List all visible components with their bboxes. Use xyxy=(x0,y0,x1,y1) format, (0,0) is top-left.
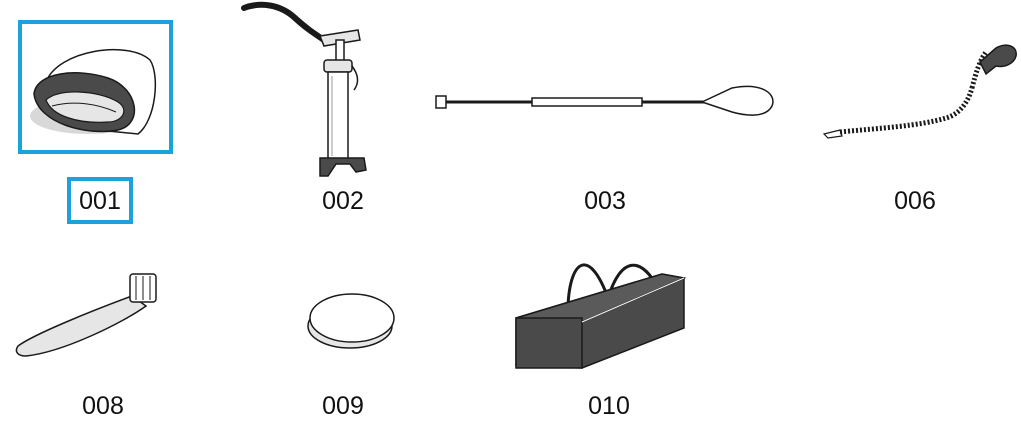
paddle-icon xyxy=(435,85,774,116)
part-label-008[interactable]: 008 xyxy=(82,392,124,420)
part-label-001[interactable]: 001 xyxy=(79,187,121,215)
part-001-selection-frame xyxy=(18,20,173,154)
part-label-002[interactable]: 002 xyxy=(322,187,364,215)
repair-patches-icon xyxy=(307,293,395,349)
part-003[interactable] xyxy=(432,82,777,122)
fin-wrench-icon xyxy=(15,273,157,357)
part-010[interactable] xyxy=(512,248,692,374)
part-006[interactable] xyxy=(820,42,1020,142)
part-001[interactable] xyxy=(18,20,173,154)
part-label-006[interactable]: 006 xyxy=(894,187,936,215)
part-009[interactable] xyxy=(300,288,400,352)
part-002[interactable] xyxy=(240,0,370,180)
carry-bag-icon xyxy=(515,263,687,369)
part-label-003[interactable]: 003 xyxy=(584,187,626,215)
hand-pump-icon xyxy=(241,1,367,177)
part-008[interactable] xyxy=(14,270,174,360)
label-001-selection-frame xyxy=(67,177,133,224)
coiled-leash-icon xyxy=(822,44,1017,139)
rolled-board-icon xyxy=(30,48,157,135)
part-label-009[interactable]: 009 xyxy=(322,392,364,420)
part-label-010[interactable]: 010 xyxy=(588,392,630,420)
